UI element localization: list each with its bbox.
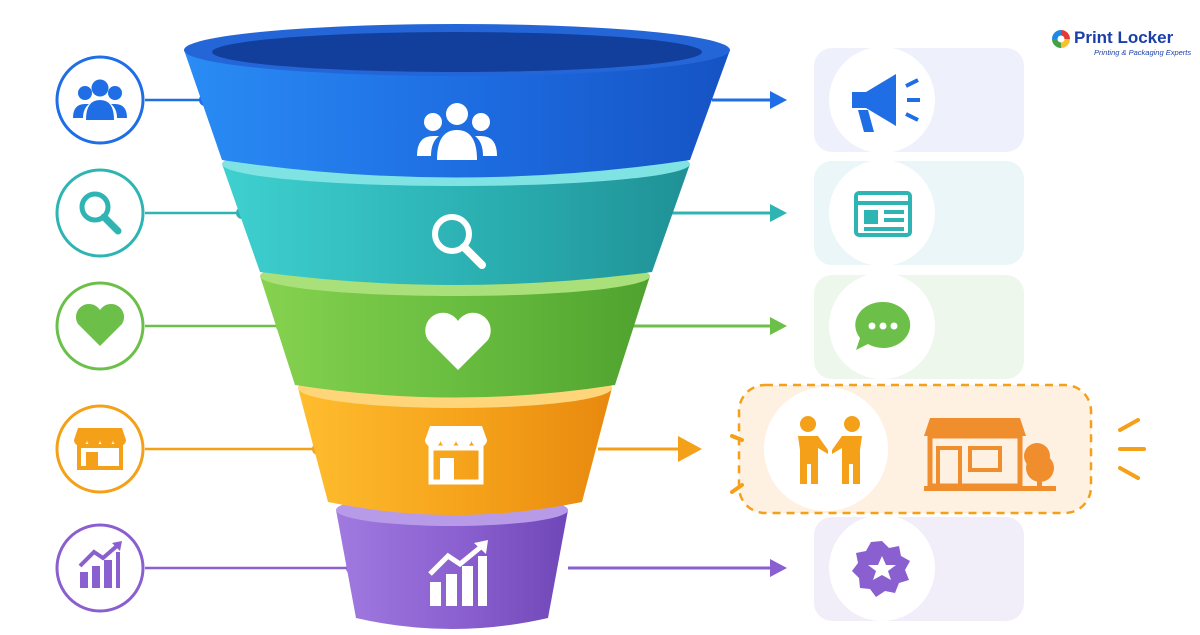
growth-chart-icon	[78, 541, 122, 588]
megaphone-icon-circle	[829, 47, 935, 153]
search-icon	[79, 191, 122, 235]
heart-icon	[75, 303, 125, 346]
funnel-stage-1	[184, 24, 730, 178]
outcome-icons	[764, 47, 1056, 621]
storefront-icon	[74, 428, 126, 470]
handshake-people-icon	[798, 416, 862, 484]
storefront-icon-circle	[55, 404, 145, 494]
chat-bubble-icon	[855, 301, 911, 350]
heart-icon-circle	[55, 281, 145, 371]
brand-tagline: Printing & Packaging Experts	[1094, 48, 1192, 57]
search-icon-circle	[55, 168, 145, 258]
handshake-people-icon-circle	[764, 387, 888, 511]
growth-chart-icon	[428, 540, 488, 606]
megaphone-icon	[852, 74, 920, 132]
brand-name: Print Locker	[1074, 28, 1174, 47]
highlight-sparkles	[730, 418, 1146, 494]
browser-window-icon	[854, 191, 912, 237]
storefront-icon	[424, 426, 487, 485]
star-badge-icon-circle	[829, 515, 935, 621]
brand-logo: Print Locker Printing & Packaging Expert…	[1052, 28, 1192, 58]
users-icon-circle	[55, 55, 145, 145]
chat-bubble-icon-circle	[829, 273, 935, 379]
star-badge-icon	[852, 541, 910, 597]
print-locker-logo-mark-icon	[1052, 30, 1070, 48]
users-icon	[73, 79, 127, 120]
search-icon	[432, 214, 486, 269]
browser-window-icon-circle	[829, 160, 935, 266]
right-arrows	[568, 91, 787, 577]
heart-icon	[425, 312, 491, 370]
growth-chart-icon-circle	[55, 523, 145, 613]
shop-with-tree-icon	[924, 418, 1056, 491]
left-stage-icons	[55, 55, 145, 613]
users-icon	[417, 103, 497, 160]
